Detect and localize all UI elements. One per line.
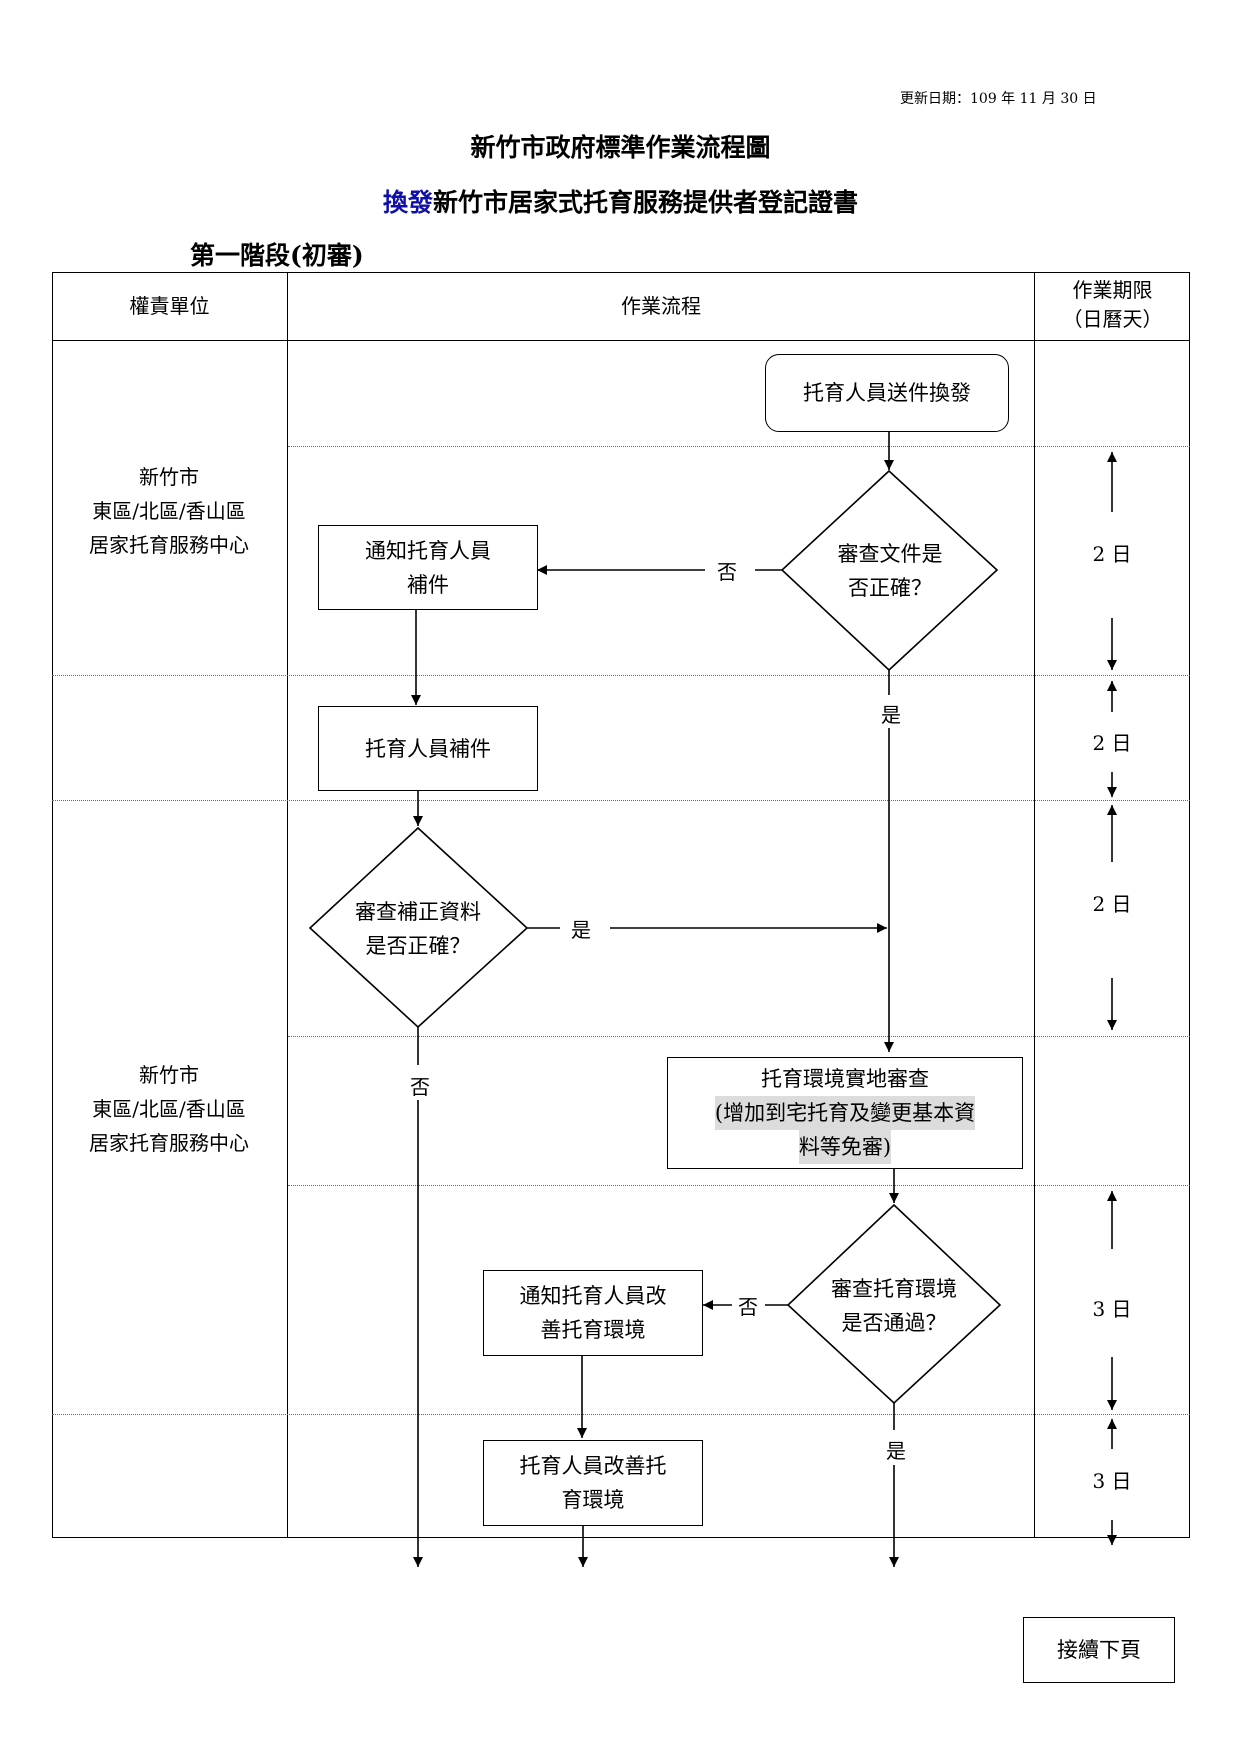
unit-2-line: 東區/北區/香山區 (92, 1097, 246, 1121)
flow-table (52, 272, 1190, 1538)
unit-1-line: 新竹市 (139, 465, 199, 489)
label-no-docs: 否 (711, 556, 743, 585)
continue-next-page: 接續下頁 (1023, 1617, 1175, 1683)
unit-label-1: 新竹市 東區/北區/香山區 居家托育服務中心 (54, 460, 284, 562)
decision-diamond-supplement (308, 826, 529, 1029)
header-divider (52, 340, 1190, 341)
decision-diamond-docs (780, 469, 999, 672)
header-period-line2: （日曆天） (1062, 307, 1163, 331)
decision-docs-line: 否正確？ (848, 576, 932, 600)
decision-diamond-env (786, 1203, 1002, 1405)
row-divider (52, 675, 1190, 676)
step-notify-improve-line: 善托育環境 (540, 1318, 646, 1342)
unit-2-line: 新竹市 (139, 1063, 199, 1087)
column-divider-period (1034, 272, 1035, 1538)
subtitle-highlight: 換發 (382, 188, 433, 217)
period-days-1: 2 日 (1077, 538, 1147, 567)
label-yes-env: 是 (880, 1435, 912, 1464)
step-improve: 托育人員改善托 育環境 (483, 1440, 703, 1526)
period-days-4: 3 日 (1092, 1297, 1132, 1321)
row-divider (288, 446, 1190, 447)
step-notify-improve-line: 通知托育人員改 (519, 1284, 667, 1308)
decision-supplement-line: 是否正確？ (365, 934, 471, 958)
step-improve-line: 托育人員改善托 (519, 1454, 667, 1478)
unit-label-2: 新竹市 東區/北區/香山區 居家托育服務中心 (54, 1058, 284, 1160)
unit-1-line: 東區/北區/香山區 (92, 499, 246, 523)
subtitle-rest: 新竹市居家式托育服務提供者登記證書 (433, 188, 859, 217)
column-divider-unit (287, 272, 288, 1538)
step-site-review-title: 托育環境實地審查 (761, 1067, 929, 1091)
label-yes-docs: 是 (875, 699, 907, 728)
step-notify-improve: 通知托育人員改 善托育環境 (483, 1270, 703, 1356)
row-divider (288, 1036, 1190, 1037)
label-no-env: 否 (732, 1291, 764, 1320)
decision-env-text: 審查托育環境 是否通過？ (814, 1272, 974, 1340)
period-days-3: 2 日 (1077, 888, 1147, 917)
step-notify-supplement: 通知托育人員 補件 (318, 525, 538, 610)
step-site-review-note: 料等免審) (798, 1130, 892, 1164)
step-submit: 托育人員送件換發 (765, 354, 1009, 432)
header-period-line1: 作業期限 (1072, 278, 1153, 302)
update-date: 更新日期：109 年 11 月 30 日 (900, 91, 1097, 107)
page-subtitle: 換發新竹市居家式托育服務提供者登記證書 (0, 183, 1241, 219)
unit-1-line: 居家托育服務中心 (89, 533, 249, 557)
unit-2-line: 居家托育服務中心 (89, 1131, 249, 1155)
decision-docs-line: 審查文件是 (837, 542, 943, 566)
step-site-review-note: (增加到宅托育及變更基本資 (714, 1096, 976, 1130)
label-yes-supplement: 是 (565, 914, 597, 943)
step-notify-supplement-line: 通知托育人員 (365, 538, 491, 563)
page-title: 新竹市政府標準作業流程圖 (470, 133, 771, 162)
decision-env-line: 審查托育環境 (831, 1277, 957, 1301)
step-notify-supplement-line: 補件 (407, 572, 449, 597)
decision-supplement-text: 審查補正資料 是否正確？ (338, 895, 498, 963)
row-divider (52, 800, 1190, 801)
decision-env-line: 是否通過？ (841, 1311, 947, 1335)
header-period: 作業期限 （日曆天） (1035, 276, 1190, 334)
header-flow: 作業流程 (621, 294, 701, 318)
step-improve-line: 育環境 (561, 1488, 625, 1512)
label-no-supplement: 否 (404, 1071, 436, 1100)
stage-heading: 第一階段(初審) (190, 241, 364, 270)
period-days-2: 2 日 (1077, 727, 1147, 756)
period-days-5: 3 日 (1092, 1469, 1132, 1493)
header-unit: 權責單位 (129, 294, 210, 318)
step-site-review: 托育環境實地審查 (增加到宅托育及變更基本資 料等免審) (667, 1057, 1023, 1169)
decision-supplement-line: 審查補正資料 (355, 900, 481, 924)
row-divider (52, 1414, 1190, 1415)
row-divider (288, 1185, 1190, 1186)
step-supplement: 托育人員補件 (318, 706, 538, 791)
decision-docs-text: 審查文件是 否正確？ (810, 537, 970, 605)
